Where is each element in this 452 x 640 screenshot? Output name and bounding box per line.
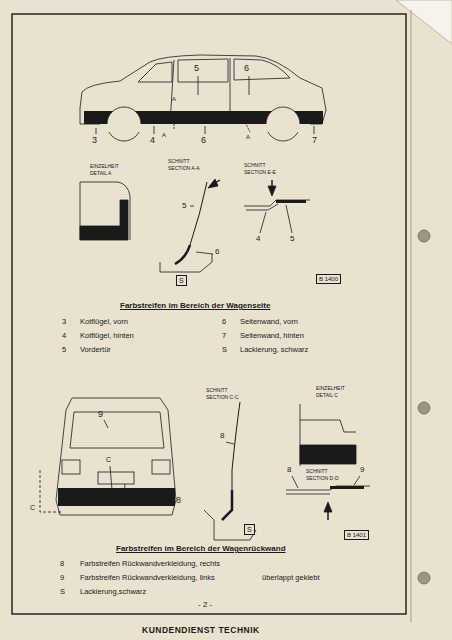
callout-label: 9 xyxy=(98,410,103,419)
callout-label: EINZELHEIT xyxy=(316,386,345,391)
callout-label: 5 xyxy=(62,346,66,354)
callout-label: 7 xyxy=(222,332,226,340)
callout-label: 7 xyxy=(312,136,317,145)
callout-label: 8 xyxy=(220,432,224,440)
callout-label: Kotflügel, vorn xyxy=(80,318,128,326)
callout-label: 6 xyxy=(222,318,226,326)
callout-label: 8 xyxy=(287,466,291,474)
callout-label: 8 xyxy=(60,560,64,568)
callout-label: EINZELHEIT xyxy=(90,164,119,169)
callout-label: Seitenwand, vorn xyxy=(240,318,298,326)
callout-label: SECTION D-D xyxy=(306,476,339,481)
section-heading: Farbstreifen im Bereich der Wagenseite xyxy=(120,302,270,310)
callout-label: Farbstreifen Rückwandverkleidung, rechts xyxy=(80,560,220,568)
footer-text: KUNDENDIENST TECHNIK xyxy=(142,626,260,635)
callout-label: - 2 - xyxy=(198,601,212,609)
callout-label: 6 xyxy=(201,136,206,145)
callout-label: SECTION C-C xyxy=(206,395,239,400)
callout-label: 8 xyxy=(176,496,181,505)
callout-label: SECTION E-E xyxy=(244,170,276,175)
callout-label: 5 xyxy=(290,235,294,243)
callout-label: 5 xyxy=(194,64,199,73)
callout-label: Seitenwand, hinten xyxy=(240,332,304,340)
callout-label: S xyxy=(222,346,227,354)
callout-label: 4 xyxy=(62,332,66,340)
boxed-label: S xyxy=(244,524,255,535)
callout-label: DETAIL A xyxy=(90,171,111,176)
callout-label: 4 xyxy=(256,235,260,243)
callout-label: SCHNITT xyxy=(168,159,190,164)
callout-label: C xyxy=(106,456,111,463)
callout-label: 3 xyxy=(62,318,66,326)
callout-label: 9 xyxy=(60,574,64,582)
callout-label: 6 xyxy=(244,64,249,73)
callout-label: 4 xyxy=(150,136,155,145)
boxed-label: S xyxy=(176,275,187,286)
callout-label: Vordertür xyxy=(80,346,111,354)
callout-label: SECTION A-A xyxy=(168,166,200,171)
callout-label: Kotflügel, hinten xyxy=(80,332,134,340)
callout-label: SCHNITT xyxy=(244,163,266,168)
callout-label: S xyxy=(60,588,65,596)
callout-label: SCHNITT xyxy=(206,388,228,393)
callout-label: überlappt geklebt xyxy=(262,574,320,582)
callout-label: Farbstreifen Rückwandverkleidung, links xyxy=(80,574,215,582)
callout-label: C xyxy=(120,498,125,505)
boxed-label: B 1400 xyxy=(316,274,341,284)
callout-label: A xyxy=(172,96,176,102)
callout-label: 9 xyxy=(360,466,364,474)
callout-label: A xyxy=(162,132,166,138)
callout-label: SCHNITT xyxy=(306,469,328,474)
callout-label: Lackierung, schwarz xyxy=(240,346,308,354)
callout-label: 6 xyxy=(215,248,219,256)
callout-label: 5 xyxy=(182,202,186,210)
callout-label: A xyxy=(246,134,250,140)
callout-label: DETAIL C xyxy=(316,393,338,398)
boxed-label: B 1401 xyxy=(344,530,369,540)
callout-label: Lackierung,schwarz xyxy=(80,588,146,596)
callout-label: C xyxy=(30,504,35,511)
callout-label: 3 xyxy=(92,136,97,145)
section-heading: Farbstreifen im Bereich der Wagenrückwan… xyxy=(116,545,286,553)
